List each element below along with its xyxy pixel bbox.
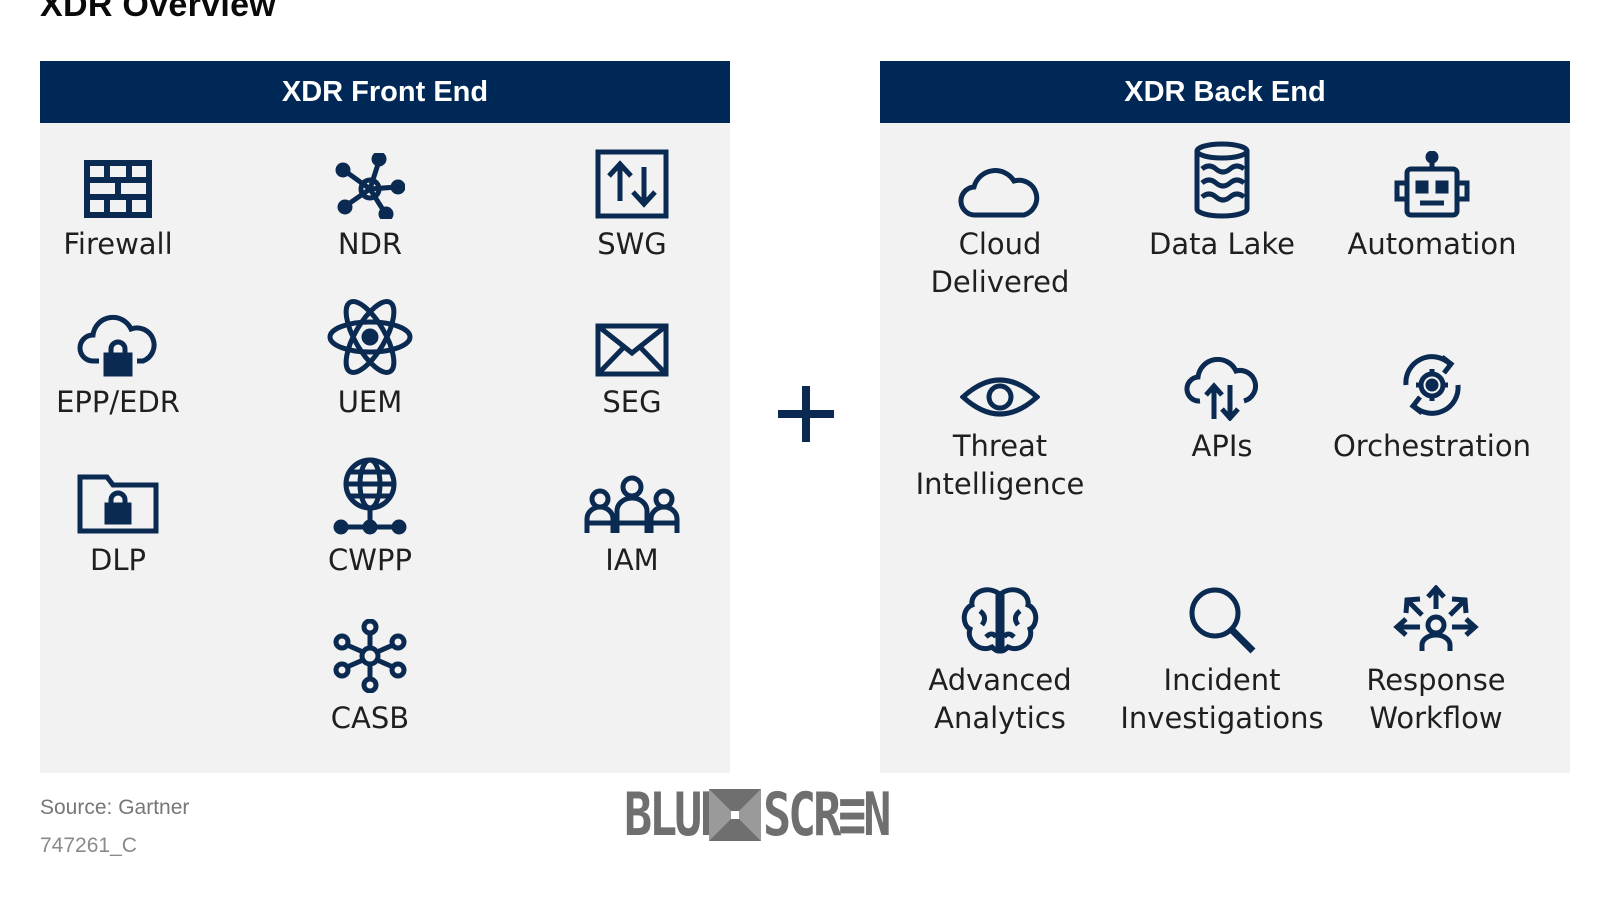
back-item-label: Incident Investigations	[1120, 663, 1324, 735]
back-item-label: Response Workflow	[1366, 663, 1506, 735]
back-item-orchestration: Orchestration	[1312, 335, 1552, 465]
robot-icon	[1394, 151, 1470, 218]
back-item-label: Orchestration	[1332, 429, 1531, 463]
front-item-label: EPP/EDR	[56, 385, 180, 419]
front-item-seg: SEG	[512, 291, 752, 421]
back-item-apis: APIs	[1102, 335, 1342, 465]
watermark-logo: BLUE SCR≡N	[624, 780, 923, 850]
back-item-label: Threat Intelligence	[915, 429, 1085, 501]
front-item-dlp: DLP	[0, 449, 238, 579]
front-item-label: SWG	[597, 227, 667, 261]
document-id: 747261_C	[40, 834, 137, 857]
back-item-incident-investigations: Incident Investigations	[1102, 569, 1342, 737]
back-item-threat-intelligence: Threat Intelligence	[880, 335, 1120, 503]
firewall-icon	[84, 160, 152, 218]
front-end-panel: XDR Front End Firewall NDR	[40, 61, 730, 773]
folder-lock-icon	[77, 474, 159, 534]
front-item-ndr: NDR	[250, 133, 490, 263]
front-item-swg: SWG	[512, 133, 752, 263]
front-end-header: XDR Front End	[40, 61, 730, 123]
back-item-label: Cloud Delivered	[930, 227, 1070, 299]
globe-network-icon	[333, 457, 407, 535]
atom-icon	[327, 299, 413, 375]
people-icon	[584, 475, 680, 533]
back-item-response-workflow: Response Workflow	[1316, 569, 1556, 737]
cloud-icon	[958, 168, 1040, 218]
network-node-icon	[335, 153, 405, 219]
database-icon	[1194, 141, 1250, 219]
front-item-casb: CASB	[250, 607, 490, 737]
watermark-x-box-icon	[708, 789, 761, 841]
back-item-data-lake: Data Lake	[1102, 133, 1342, 263]
plus-icon	[778, 386, 834, 442]
front-item-label: NDR	[337, 227, 403, 261]
front-item-iam: IAM	[512, 449, 752, 579]
front-item-label: UEM	[337, 385, 403, 419]
response-arrows-icon	[1393, 585, 1479, 651]
hub-network-icon	[333, 619, 407, 693]
watermark-right: SCR≡N	[762, 780, 891, 850]
back-end-panel: XDR Back End Cloud Delivered Data Lake	[880, 61, 1570, 773]
back-item-cloud-delivered: Cloud Delivered	[880, 133, 1120, 301]
back-item-label: Automation	[1347, 227, 1517, 261]
front-item-cwpp: CWPP	[250, 449, 490, 579]
magnifier-icon	[1189, 587, 1256, 654]
front-item-label: CASB	[330, 701, 410, 735]
front-item-label: CWPP	[328, 543, 412, 577]
envelope-icon	[595, 323, 669, 377]
front-item-label: IAM	[605, 543, 659, 577]
cloud-lock-icon	[77, 314, 157, 377]
front-item-firewall: Firewall	[0, 133, 238, 263]
back-item-label: Advanced Analytics	[928, 663, 1072, 735]
back-item-label: Data Lake	[1149, 227, 1295, 261]
front-item-uem: UEM	[250, 291, 490, 421]
front-item-label: SEG	[602, 385, 662, 419]
gear-cycle-icon	[1403, 354, 1461, 416]
front-item-label: DLP	[90, 543, 146, 577]
back-item-advanced-analytics: Advanced Analytics	[880, 569, 1120, 737]
back-end-header: XDR Back End	[880, 61, 1570, 123]
back-item-automation: Automation	[1312, 133, 1552, 263]
cloud-arrows-icon	[1184, 357, 1258, 421]
eye-icon	[960, 377, 1040, 417]
source-note: Source: Gartner	[40, 796, 190, 819]
front-item-epp-edr: EPP/EDR	[0, 291, 238, 421]
up-down-arrows-icon	[595, 149, 669, 219]
front-item-label: Firewall	[63, 227, 173, 261]
brain-icon	[961, 587, 1039, 654]
back-item-label: APIs	[1191, 429, 1253, 463]
page-title: XDR Overview	[40, 0, 277, 24]
